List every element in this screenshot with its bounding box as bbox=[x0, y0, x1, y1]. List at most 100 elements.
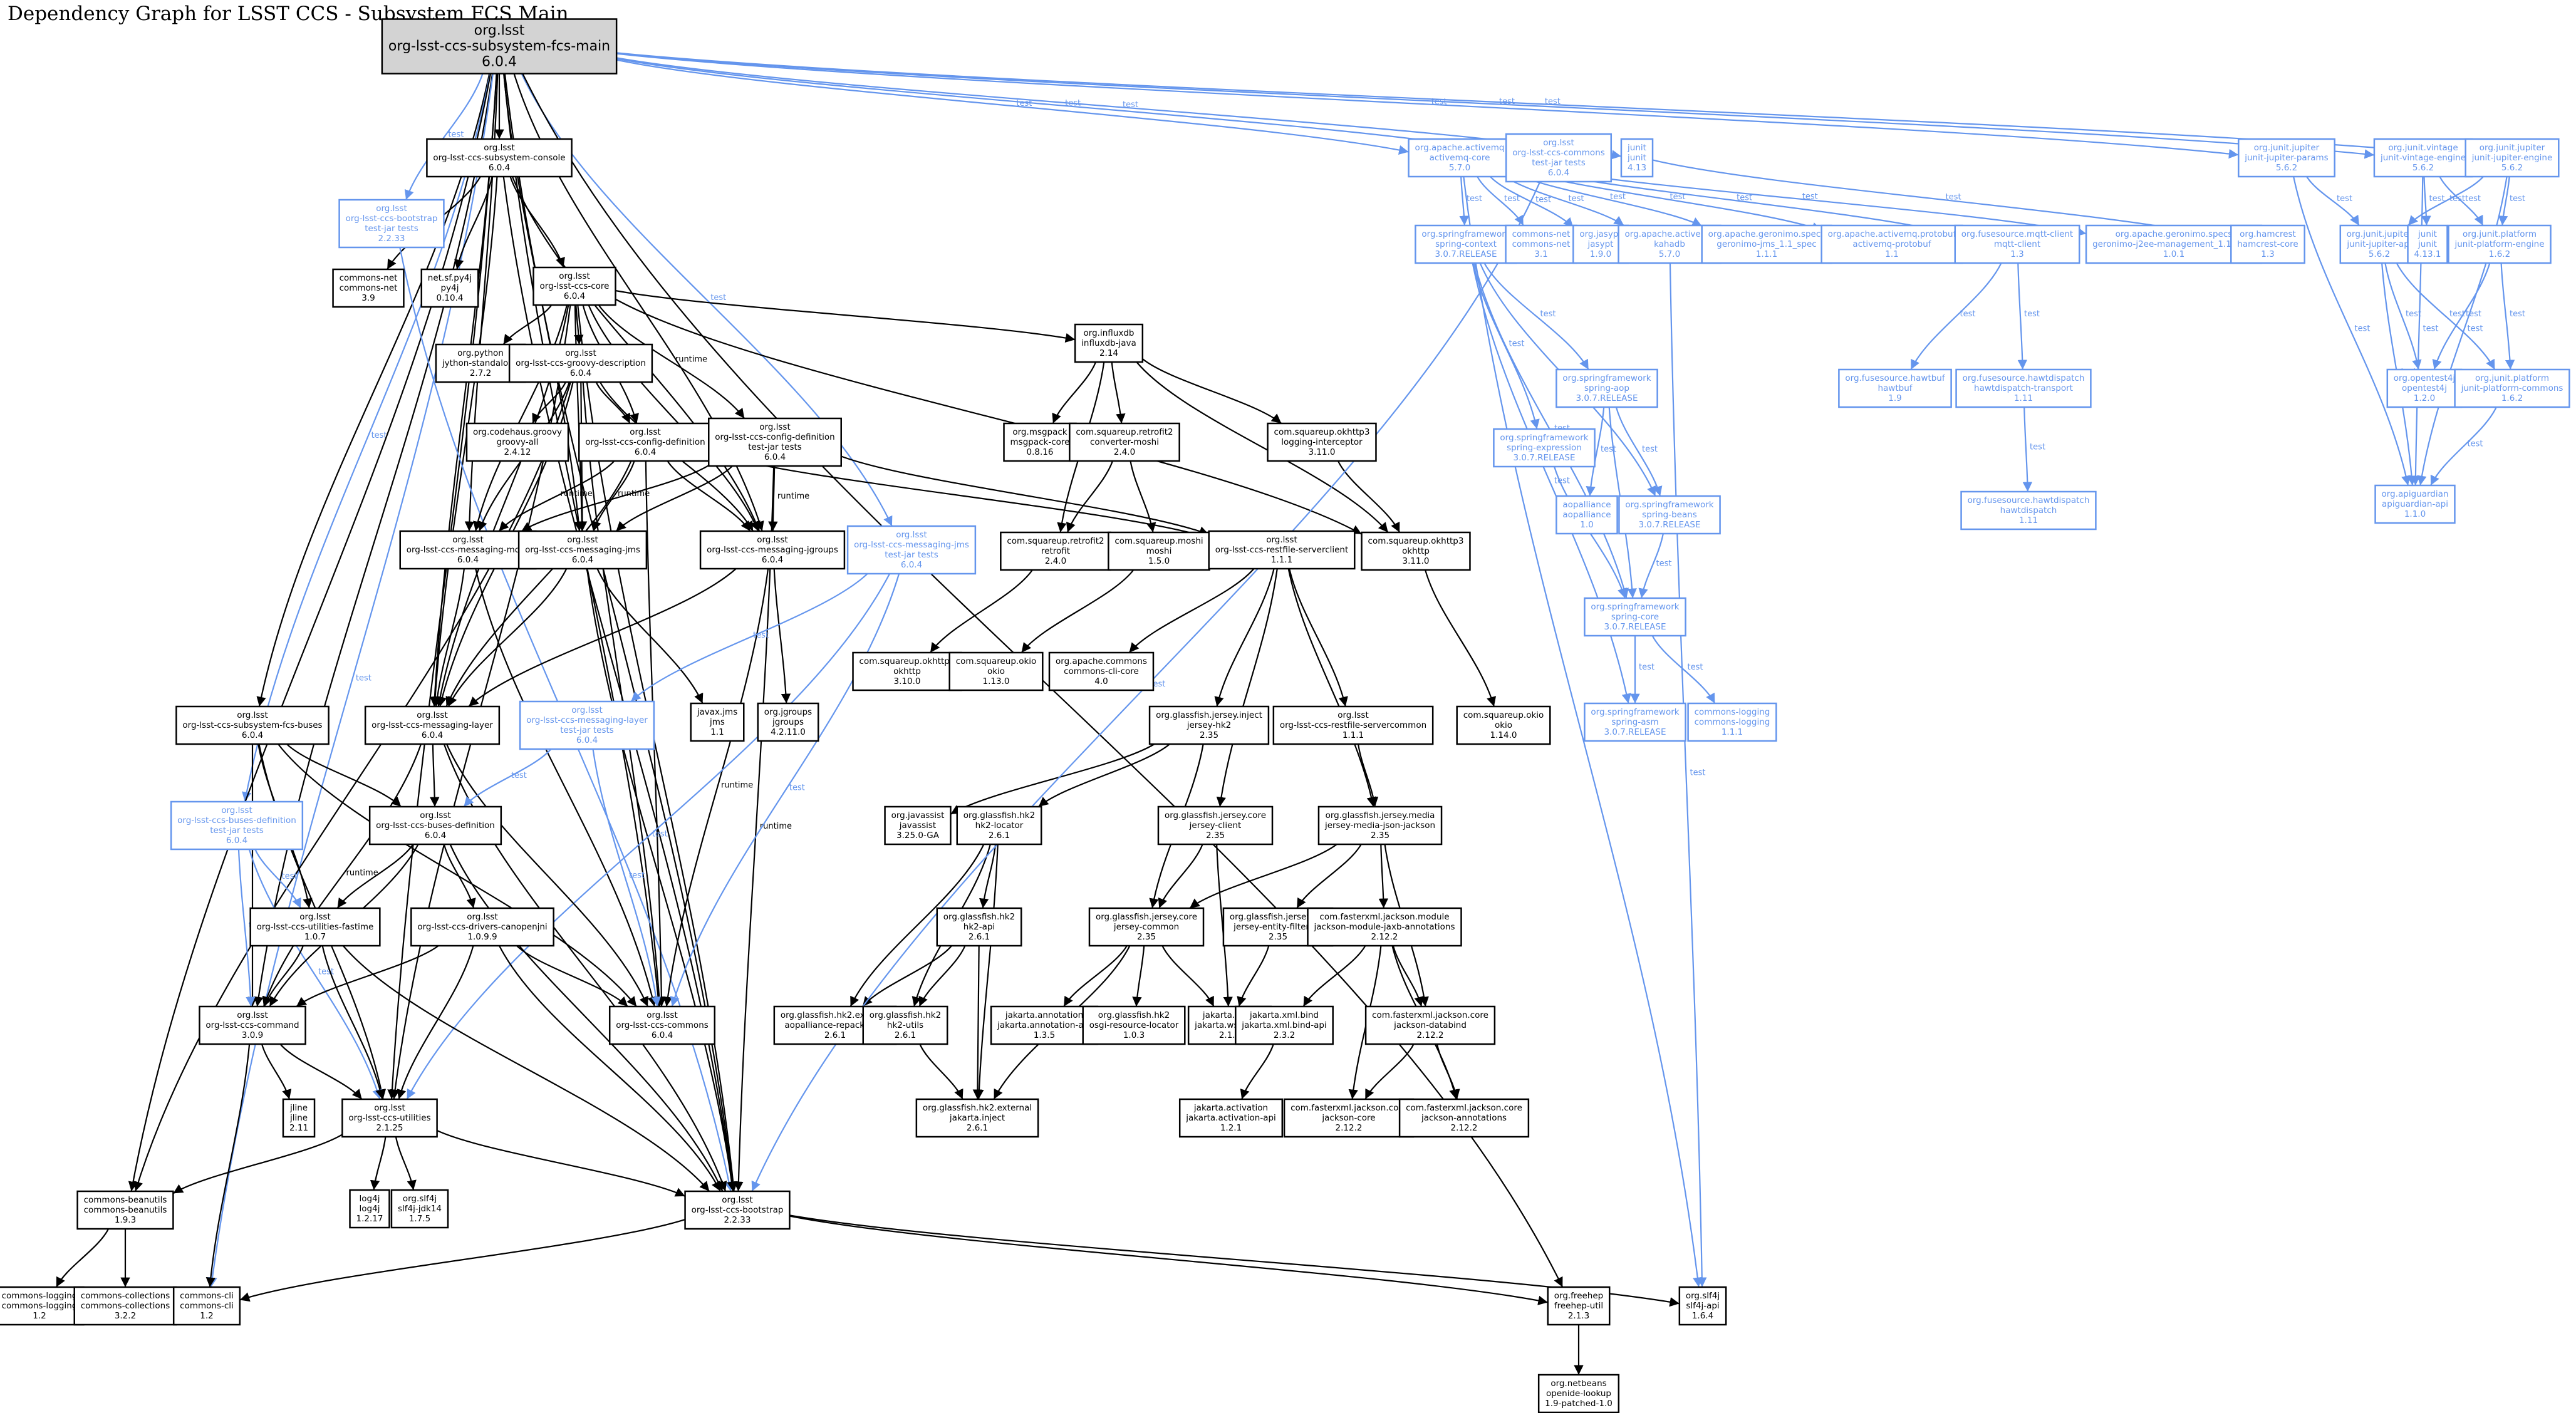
node-logging-int: com.squareup.okhttp3logging-interceptor3… bbox=[1267, 422, 1377, 462]
node-jms-spec: org.apache.geronimo.specsgeronimo-jms_1.… bbox=[1701, 224, 1832, 264]
node-box bbox=[381, 18, 618, 75]
node-label: jakarta.annotation bbox=[1005, 1010, 1083, 1020]
dependency-edge bbox=[1910, 262, 2002, 370]
dependency-edge bbox=[841, 455, 1210, 536]
edge-label: test bbox=[629, 871, 645, 881]
dependency-edge bbox=[449, 844, 724, 1192]
node-label: 1.9-patched-1.0 bbox=[1545, 1399, 1613, 1409]
dependency-edge bbox=[773, 568, 791, 704]
dependency-edge bbox=[2500, 262, 2515, 370]
node-spring-aop: org.springframeworkspring-aop3.0.7.RELEA… bbox=[1555, 368, 1658, 408]
edge-label: test bbox=[652, 830, 668, 839]
node-box bbox=[956, 805, 1042, 846]
edge-label: test bbox=[282, 872, 298, 881]
dependency-edge bbox=[667, 460, 751, 532]
node-label: org.lsst bbox=[567, 535, 598, 545]
dependency-edge bbox=[1142, 358, 1282, 424]
dependency-edge bbox=[615, 465, 733, 532]
dependency-edge bbox=[1216, 568, 1278, 807]
node-box bbox=[1584, 702, 1686, 742]
node-label: jakarta.xml.bind-api bbox=[1241, 1020, 1326, 1030]
node-label: 2.3.2 bbox=[1274, 1030, 1295, 1040]
node-label: org.glassfish.jersey.inject bbox=[1156, 710, 1262, 720]
node-label: commons-logging bbox=[2, 1301, 78, 1311]
dependency-edge bbox=[1066, 460, 1114, 533]
node-label: hk2-locator bbox=[975, 820, 1024, 831]
node-label: com.squareup.retrofit2 bbox=[1076, 427, 1173, 437]
node-label: aopalliance bbox=[1562, 510, 1611, 520]
node-box bbox=[1456, 705, 1551, 745]
node-jackson-ann: com.fasterxml.jackson.corejackson-annota… bbox=[1398, 1098, 1530, 1138]
dependency-edge bbox=[2498, 176, 2510, 226]
dependency-edge bbox=[849, 844, 985, 1007]
node-box bbox=[172, 1286, 241, 1326]
node-label: org.msgpack bbox=[1012, 427, 1067, 437]
node-root: org.lsstorg-lsst-ccs-subsystem-fcs-main6… bbox=[381, 18, 618, 75]
node-label: 1.13.0 bbox=[983, 676, 1010, 686]
node-label: 2.6.1 bbox=[989, 831, 1010, 841]
node-label: jackson-module-jaxb-annotations bbox=[1313, 922, 1455, 932]
node-buses-def-tt: org.lsstorg-lsst-ccs-buses-definitiontes… bbox=[170, 800, 304, 851]
node-label: spring-beans bbox=[1642, 510, 1697, 520]
node-label: commons-collections bbox=[81, 1301, 170, 1311]
dependency-edge bbox=[262, 743, 422, 1007]
node-box bbox=[578, 422, 712, 462]
node-label: junit bbox=[1627, 153, 1646, 163]
node-label: 4.13 bbox=[1628, 163, 1646, 173]
node-label: 1.0.7 bbox=[304, 932, 326, 942]
dependency-edge bbox=[918, 945, 966, 1007]
edge-label: test bbox=[1656, 559, 1672, 569]
edge-label: test bbox=[2449, 194, 2465, 204]
edge-label: test bbox=[1688, 663, 1703, 672]
dependency-edge bbox=[1669, 262, 1707, 1288]
node-label: test-jar tests bbox=[1532, 158, 1586, 168]
dependency-edge bbox=[2306, 176, 2360, 226]
node-label: org.fusesource.hawtdispatch bbox=[1968, 495, 2090, 505]
node-jak-act: jakarta.activationjakarta.activation-api… bbox=[1178, 1098, 1284, 1138]
dependency-edge bbox=[1459, 176, 1469, 226]
node-box bbox=[1555, 368, 1658, 408]
node-label: 6.0.4 bbox=[1548, 168, 1569, 178]
dependency-edge bbox=[1392, 945, 1424, 1007]
node-label: com.squareup.retrofit2 bbox=[1007, 536, 1104, 546]
dependency-edge bbox=[1237, 945, 1270, 1007]
node-box bbox=[846, 525, 977, 575]
node-label: 1.11 bbox=[2019, 515, 2038, 525]
dependency-edge bbox=[2430, 406, 2497, 486]
node-box bbox=[399, 530, 537, 570]
dependency-edge bbox=[532, 381, 566, 424]
dependency-edge bbox=[55, 1228, 110, 1288]
node-label: 2.11 bbox=[289, 1123, 308, 1133]
dependency-edge bbox=[574, 304, 587, 532]
edge-label: test bbox=[448, 130, 464, 139]
node-label: spring-asm bbox=[1611, 717, 1658, 727]
node-label: okio bbox=[987, 666, 1005, 676]
node-label: commons-cli bbox=[180, 1291, 234, 1301]
node-box bbox=[1838, 368, 1952, 408]
edge-label: test bbox=[2423, 324, 2439, 334]
dependency-edge bbox=[574, 304, 584, 345]
node-label: 2.35 bbox=[1269, 932, 1287, 942]
node-label: org-lsst-ccs-command bbox=[205, 1020, 299, 1030]
node-label: 3.0.7.RELEASE bbox=[1604, 727, 1666, 737]
node-label: py4j bbox=[441, 283, 459, 293]
node-box bbox=[708, 417, 842, 467]
node-label: org-lsst-ccs-messaging-layer bbox=[526, 715, 648, 725]
node-label: org.springframework bbox=[1562, 373, 1651, 383]
dependency-edge bbox=[502, 304, 553, 345]
node-label: org-lsst-ccs-buses-definition bbox=[376, 820, 495, 831]
edge-label: test bbox=[1670, 192, 1686, 202]
dependency-edge bbox=[615, 289, 1076, 343]
node-label: org.apache.activemq.protobuf bbox=[1828, 229, 1957, 239]
dependency-edge bbox=[509, 176, 565, 268]
node-label: org-lsst-ccs-messaging-layer bbox=[371, 720, 493, 730]
dependency-edge bbox=[499, 945, 721, 1192]
dependency-edge bbox=[395, 1136, 417, 1191]
